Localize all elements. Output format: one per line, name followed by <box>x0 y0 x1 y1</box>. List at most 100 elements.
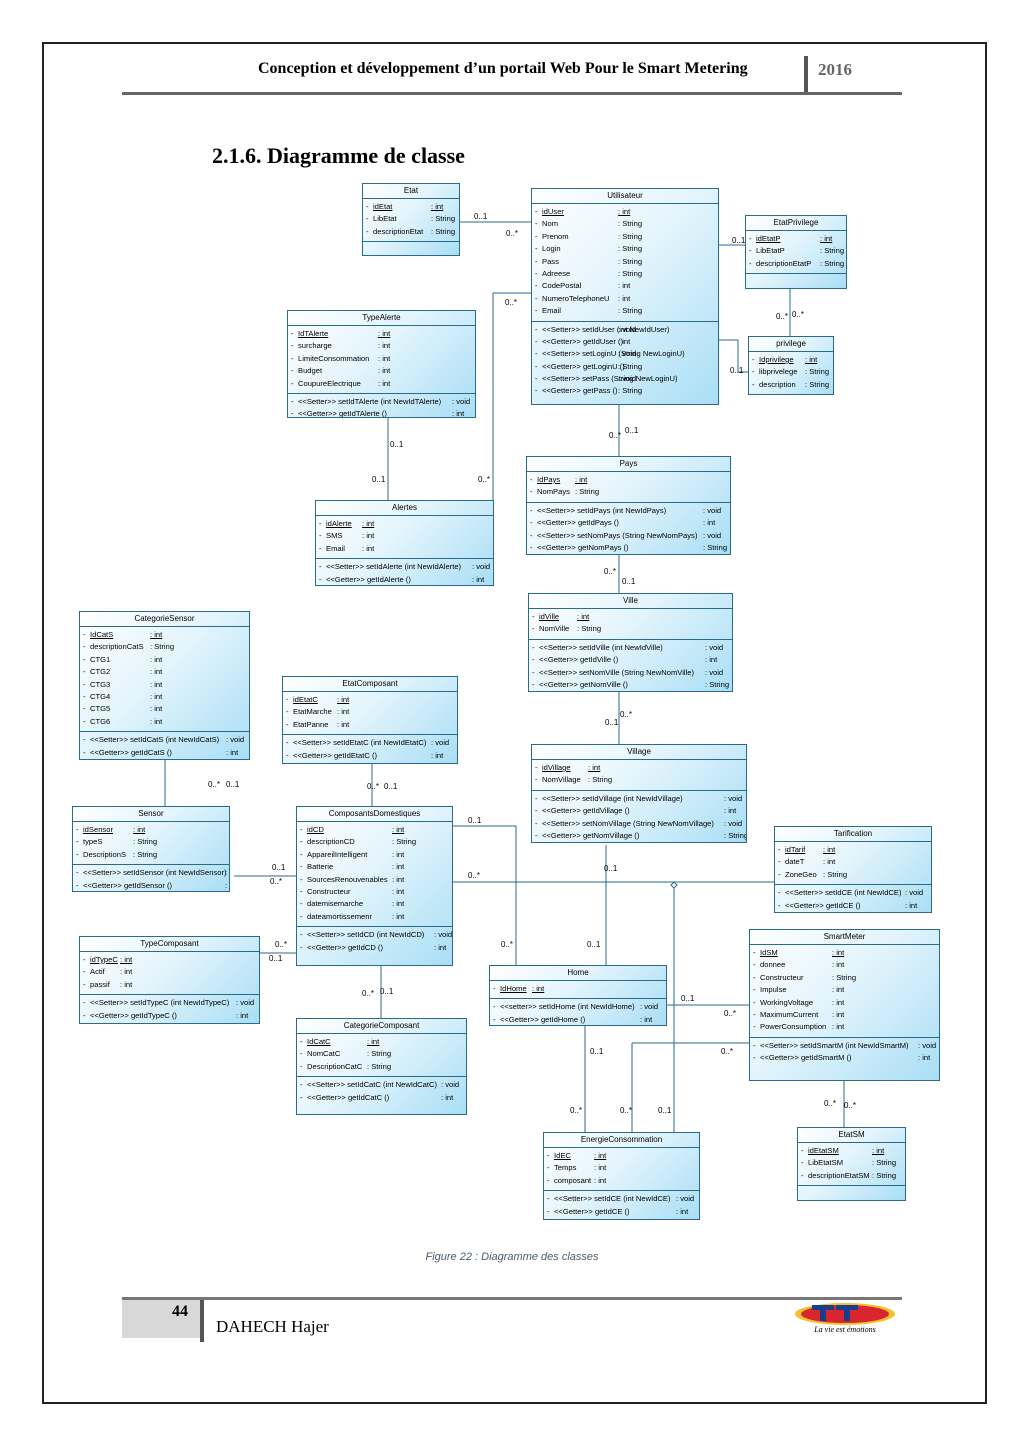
attribute-type: : int <box>150 679 163 689</box>
attribute-row: -WorkingVoltage: int <box>750 997 939 1009</box>
operation-return-type: : int <box>724 806 737 816</box>
multiplicity-label: 0..1 <box>658 1106 672 1115</box>
visibility-marker: - <box>535 268 538 278</box>
attribute-name: dateamortissemenr <box>307 911 372 921</box>
attribute-type: : int <box>378 329 391 338</box>
operation-return-type: : String <box>618 361 643 371</box>
attribute-row: -SMS: int <box>316 530 493 542</box>
attribute-row: -CTG2: int <box>80 666 249 678</box>
attribute-type: : int <box>618 281 631 291</box>
operation-return-type: : int <box>918 1053 931 1063</box>
attribute-type: : int <box>823 857 836 867</box>
operation-return-type: : void <box>918 1040 937 1050</box>
operation-section: -<<Setter>> setIdCatC (int NewIdCatC): v… <box>297 1077 466 1107</box>
attribute-type: : int <box>392 862 405 872</box>
attribute-type: : int <box>337 707 350 717</box>
attribute-name: DescriptionS <box>83 849 127 859</box>
operation-signature: <<Getter>> getNomVille () <box>539 679 628 689</box>
visibility-marker: - <box>286 738 289 748</box>
visibility-marker: - <box>530 475 533 484</box>
attribute-row: -Constructeur: String <box>750 972 939 984</box>
attribute-row: -Email: int <box>316 543 493 555</box>
attribute-name: idVillage <box>542 763 571 772</box>
visibility-marker: - <box>76 868 79 878</box>
operation-signature: <<Getter>> getPass () <box>542 386 618 396</box>
visibility-marker: - <box>752 355 755 364</box>
attribute-name: Login <box>542 244 561 254</box>
multiplicity-label: 0..* <box>620 1106 633 1115</box>
operation-return-type: : int <box>225 880 229 890</box>
attribute-type: : int <box>577 612 590 621</box>
operation-return-type: : int <box>703 518 716 528</box>
attribute-section: -idUser: int-Nom: String-Prenom: String-… <box>532 204 718 322</box>
operation-section: -<<Setter>> setIdCatS (int NewIdCatS): v… <box>80 732 249 759</box>
attribute-name: IdSM <box>760 948 778 957</box>
attribute-section: -idTypeC: int-Actif: int-passif: int <box>80 952 259 996</box>
visibility-marker: - <box>749 234 752 243</box>
attribute-row: -NomPays: String <box>527 486 730 498</box>
multiplicity-label: 0..* <box>604 567 617 576</box>
visibility-marker: - <box>532 667 535 677</box>
class-name: CategorieComposant <box>297 1019 466 1034</box>
operation-signature: <<setter>> setIdHome (int NewIdHome) <box>500 1002 635 1012</box>
class-name: Sensor <box>73 807 229 822</box>
attribute-row: -LibEtatP: String <box>746 245 846 257</box>
attribute-type: : int <box>150 654 163 664</box>
operation-signature: <<Setter>> setIdEtatC (int NewIdEtatC) <box>293 738 427 748</box>
attribute-type: : int <box>832 985 845 995</box>
visibility-marker: - <box>778 900 781 910</box>
multiplicity-label: 0..1 <box>468 816 482 825</box>
visibility-marker: - <box>532 679 535 689</box>
attribute-name: IdHome <box>500 984 527 993</box>
attribute-row: -EtatMarche: int <box>283 706 457 718</box>
attribute-section: -idAlerte: int-SMS: int-Email: int <box>316 516 493 560</box>
operation-return-type: : void <box>676 1194 695 1204</box>
visibility-marker: - <box>319 562 322 572</box>
visibility-marker: - <box>300 825 303 834</box>
operation-signature: <<Setter>> setLoginU (String NewLoginU) <box>542 349 685 359</box>
operation-return-type: : void <box>434 930 453 940</box>
operation-signature: <<Setter>> setPass (String NewLoginU) <box>542 374 678 384</box>
operation-return-type: : void <box>724 818 743 828</box>
tunisie-telecom-logo <box>795 1303 895 1325</box>
class-utilisateur: Utilisateur-idUser: int-Nom: String-Pren… <box>531 188 719 405</box>
visibility-marker: - <box>319 519 322 528</box>
class-name: Utilisateur <box>532 189 718 204</box>
section-title: 2.1.6. Diagramme de classe <box>212 143 465 168</box>
attribute-type: : String <box>872 1158 897 1168</box>
attribute-section: -idEtatSM: int-LibEtatSM: String-descrip… <box>798 1143 905 1187</box>
attribute-type: : String <box>805 367 830 377</box>
attribute-name: composant <box>554 1175 592 1185</box>
attribute-section: -IdCatS: int-descriptionCatS: String-CTG… <box>80 627 249 733</box>
visibility-marker: - <box>778 857 781 867</box>
visibility-marker: - <box>535 293 538 303</box>
attribute-type: : String <box>367 1061 392 1071</box>
attribute-row: -Constructeur: int <box>297 886 452 898</box>
attribute-name: CTG4 <box>90 691 111 701</box>
attribute-row: -idCD: int <box>297 824 452 836</box>
attribute-name: Constructeur <box>760 972 804 982</box>
multiplicity-label: 0..* <box>270 877 283 886</box>
attribute-type: : String <box>367 1049 392 1059</box>
visibility-marker: - <box>319 574 322 584</box>
class-etatprivilege: EtatPrivilege-idEtatP: int-LibEtatP: Str… <box>745 215 847 289</box>
attribute-section: -Idprivilege: int-libprivelege: String-d… <box>749 352 833 394</box>
visibility-marker: - <box>83 654 86 664</box>
visibility-marker: - <box>547 1194 550 1204</box>
attribute-type: : int <box>133 825 146 834</box>
attribute-row: -NomCatC: String <box>297 1048 466 1060</box>
attribute-name: CTG2 <box>90 667 111 677</box>
visibility-marker: - <box>535 207 538 216</box>
visibility-marker: - <box>366 202 369 211</box>
visibility-marker: - <box>319 531 322 541</box>
operation-return-type: : void <box>640 1002 659 1012</box>
multiplicity-label: 0..1 <box>590 1047 604 1056</box>
operation-signature: <<Setter>> setIdCD (int NewIdCD) <box>307 930 425 940</box>
attribute-name: descriptionCatS <box>90 642 144 652</box>
operation-signature: <<Getter>> getIdVillage () <box>542 806 630 816</box>
attribute-row: -dateT: int <box>775 856 931 868</box>
operation-signature: <<Getter>> getIdCatS () <box>90 747 172 757</box>
attribute-row: -idSensor: int <box>73 824 229 836</box>
visibility-marker: - <box>83 998 86 1008</box>
attribute-name: DescriptionCatC <box>307 1061 363 1071</box>
